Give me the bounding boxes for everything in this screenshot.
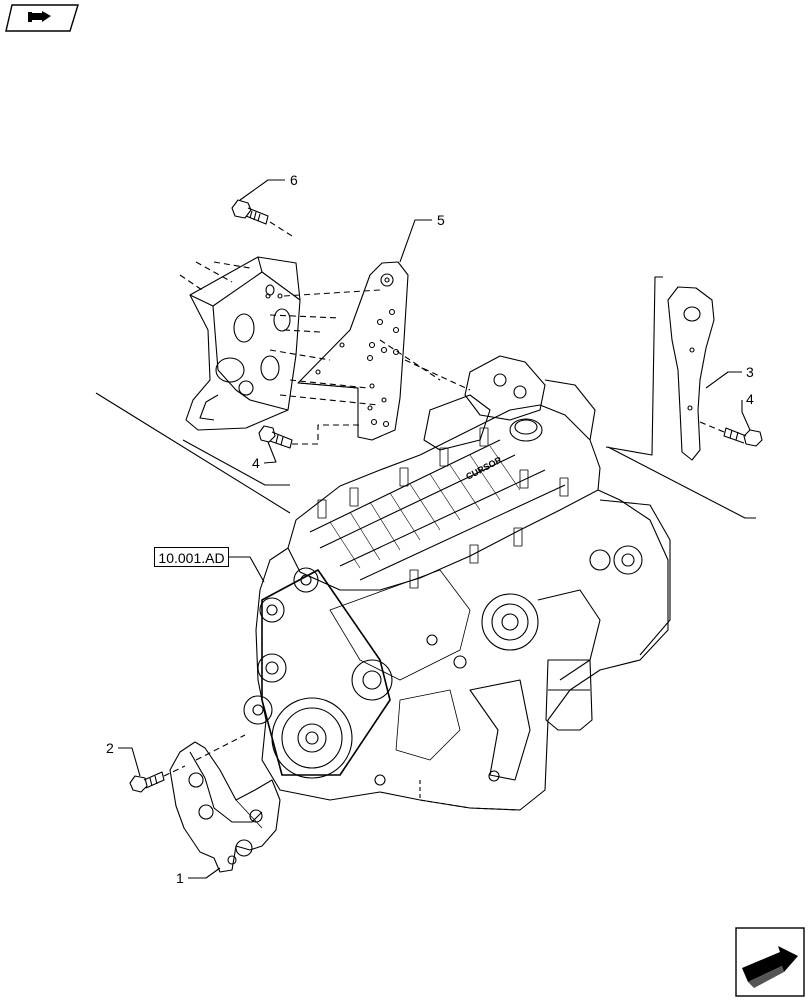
mounting-plate-part-5 xyxy=(297,261,409,441)
callout-1: 1 xyxy=(176,870,184,886)
prev-page-button[interactable] xyxy=(4,3,80,33)
hidden-lines-bracket xyxy=(179,261,471,406)
reference-link-10-001-ad[interactable]: 10.001.AD xyxy=(154,547,229,567)
leader-4-left xyxy=(263,441,277,464)
bolt-part-4-right xyxy=(723,427,763,447)
callout-4-left: 4 xyxy=(252,455,260,471)
next-page-arrow-icon xyxy=(742,946,798,988)
link-plate-part-3 xyxy=(667,286,715,461)
idler-pulley xyxy=(257,653,287,683)
dash-line-4-right xyxy=(699,421,725,433)
callout-3: 3 xyxy=(746,364,754,380)
bracket-frame xyxy=(605,276,663,456)
leader-5 xyxy=(399,219,432,263)
engine-assembly xyxy=(243,355,671,811)
leader-ref xyxy=(229,556,265,583)
leader-4-right xyxy=(741,400,751,431)
bolt-part-4-left xyxy=(258,425,293,449)
callout-2: 2 xyxy=(106,740,114,756)
dash-line-2 xyxy=(163,765,186,777)
leader-6 xyxy=(239,179,285,201)
dash-line-6 xyxy=(269,221,293,237)
leader-line-left2 xyxy=(182,439,290,486)
leader-line-left xyxy=(95,392,291,514)
callout-6: 6 xyxy=(290,172,298,188)
engine-mount-bracket xyxy=(185,256,301,431)
callout-5: 5 xyxy=(437,212,445,228)
leader-2 xyxy=(118,747,141,777)
hand-pointer-icon xyxy=(28,11,51,22)
leader-line-right xyxy=(607,446,756,519)
bolt-part-2 xyxy=(129,771,165,793)
crank-pulley xyxy=(271,697,353,779)
front-bracket-part-1 xyxy=(169,741,281,873)
dash-line-1 xyxy=(195,734,246,761)
next-page-button[interactable] xyxy=(734,926,806,998)
turbocharger xyxy=(481,593,539,651)
leader-1 xyxy=(188,867,221,879)
callout-4-right: 4 xyxy=(746,391,754,407)
leader-3 xyxy=(705,371,742,389)
engine-brand-text: CURSOR xyxy=(464,454,504,481)
dash-line-4-left xyxy=(292,424,360,445)
bolt-part-6 xyxy=(231,199,269,225)
